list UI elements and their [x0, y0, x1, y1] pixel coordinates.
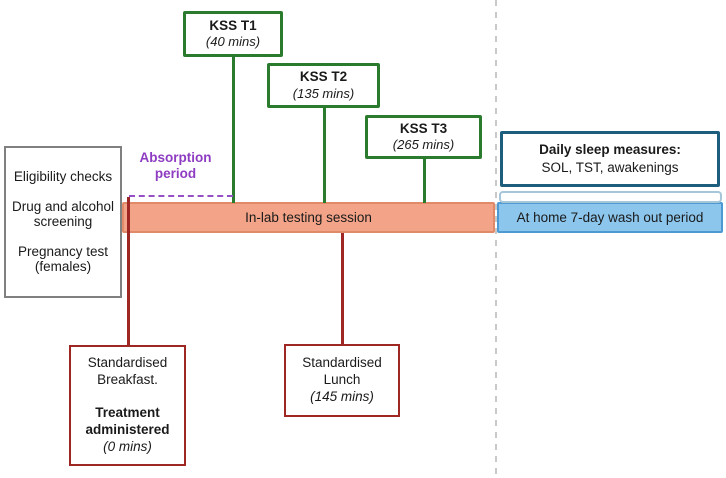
kss-t2-connector-line — [323, 108, 326, 203]
breakfast-connector-line — [127, 197, 130, 345]
absorption-period-dashed-line — [129, 195, 233, 197]
eligibility-item-2-line-1: Drug and alcohol — [11, 198, 115, 214]
breakfast-time: (0 mins) — [103, 438, 152, 454]
kss-t1-title: KSS T1 — [209, 17, 257, 33]
treatment-administered-line-1: Treatment — [95, 405, 160, 421]
standardised-breakfast-box: Standardised Breakfast. Treatment admini… — [69, 345, 186, 466]
breakfast-line-1: Standardised — [87, 355, 168, 371]
lunch-line-2: Lunch — [323, 372, 361, 388]
standardised-lunch-box: Standardised Lunch (145 mins) — [284, 344, 400, 417]
absorption-label-line-2: period — [154, 166, 197, 182]
eligibility-item-1: Eligibility checks — [13, 169, 113, 185]
lunch-connector-line — [341, 233, 344, 344]
kss-t3-connector-line — [423, 159, 426, 203]
kss-t3-box: KSS T3 (265 mins) — [365, 115, 482, 159]
phase-divider-dashed-line — [495, 0, 497, 478]
kss-t1-time: (40 mins) — [205, 34, 261, 50]
treatment-administered-line-2: administered — [85, 421, 170, 437]
daily-sleep-measures-box: Daily sleep measures: SOL, TST, awakenin… — [500, 131, 720, 187]
kss-t3-title: KSS T3 — [399, 120, 448, 136]
kss-t1-connector-line — [232, 57, 235, 203]
lunch-time: (145 mins) — [310, 388, 374, 404]
eligibility-item-2-line-2: screening — [33, 214, 93, 230]
kss-t2-box: KSS T2 (135 mins) — [267, 63, 380, 108]
kss-t2-time: (135 mins) — [292, 85, 355, 101]
eligibility-item-3-line-1: Pregnancy test — [17, 243, 109, 259]
sleep-measures-bracket — [499, 191, 722, 203]
kss-t2-title: KSS T2 — [299, 69, 348, 85]
washout-period-bar: At home 7-day wash out period — [497, 202, 723, 233]
eligibility-checks-box: Eligibility checks Drug and alcohol scre… — [4, 146, 122, 298]
daily-sleep-measures-list: SOL, TST, awakenings — [541, 160, 679, 175]
lunch-line-1: Standardised — [302, 355, 382, 371]
absorption-period-label: Absorption period — [133, 150, 218, 182]
inlab-testing-session-bar: In-lab testing session — [122, 202, 495, 233]
kss-t3-time: (265 mins) — [392, 137, 455, 153]
washout-bar-label: At home 7-day wash out period — [516, 210, 704, 225]
inlab-bar-label: In-lab testing session — [245, 210, 372, 225]
eligibility-item-3-line-2: (females) — [34, 259, 92, 275]
kss-t1-box: KSS T1 (40 mins) — [183, 11, 283, 57]
absorption-label-line-1: Absorption — [139, 150, 212, 165]
daily-sleep-measures-title: Daily sleep measures: — [539, 142, 681, 158]
breakfast-line-2: Breakfast. — [97, 372, 158, 388]
